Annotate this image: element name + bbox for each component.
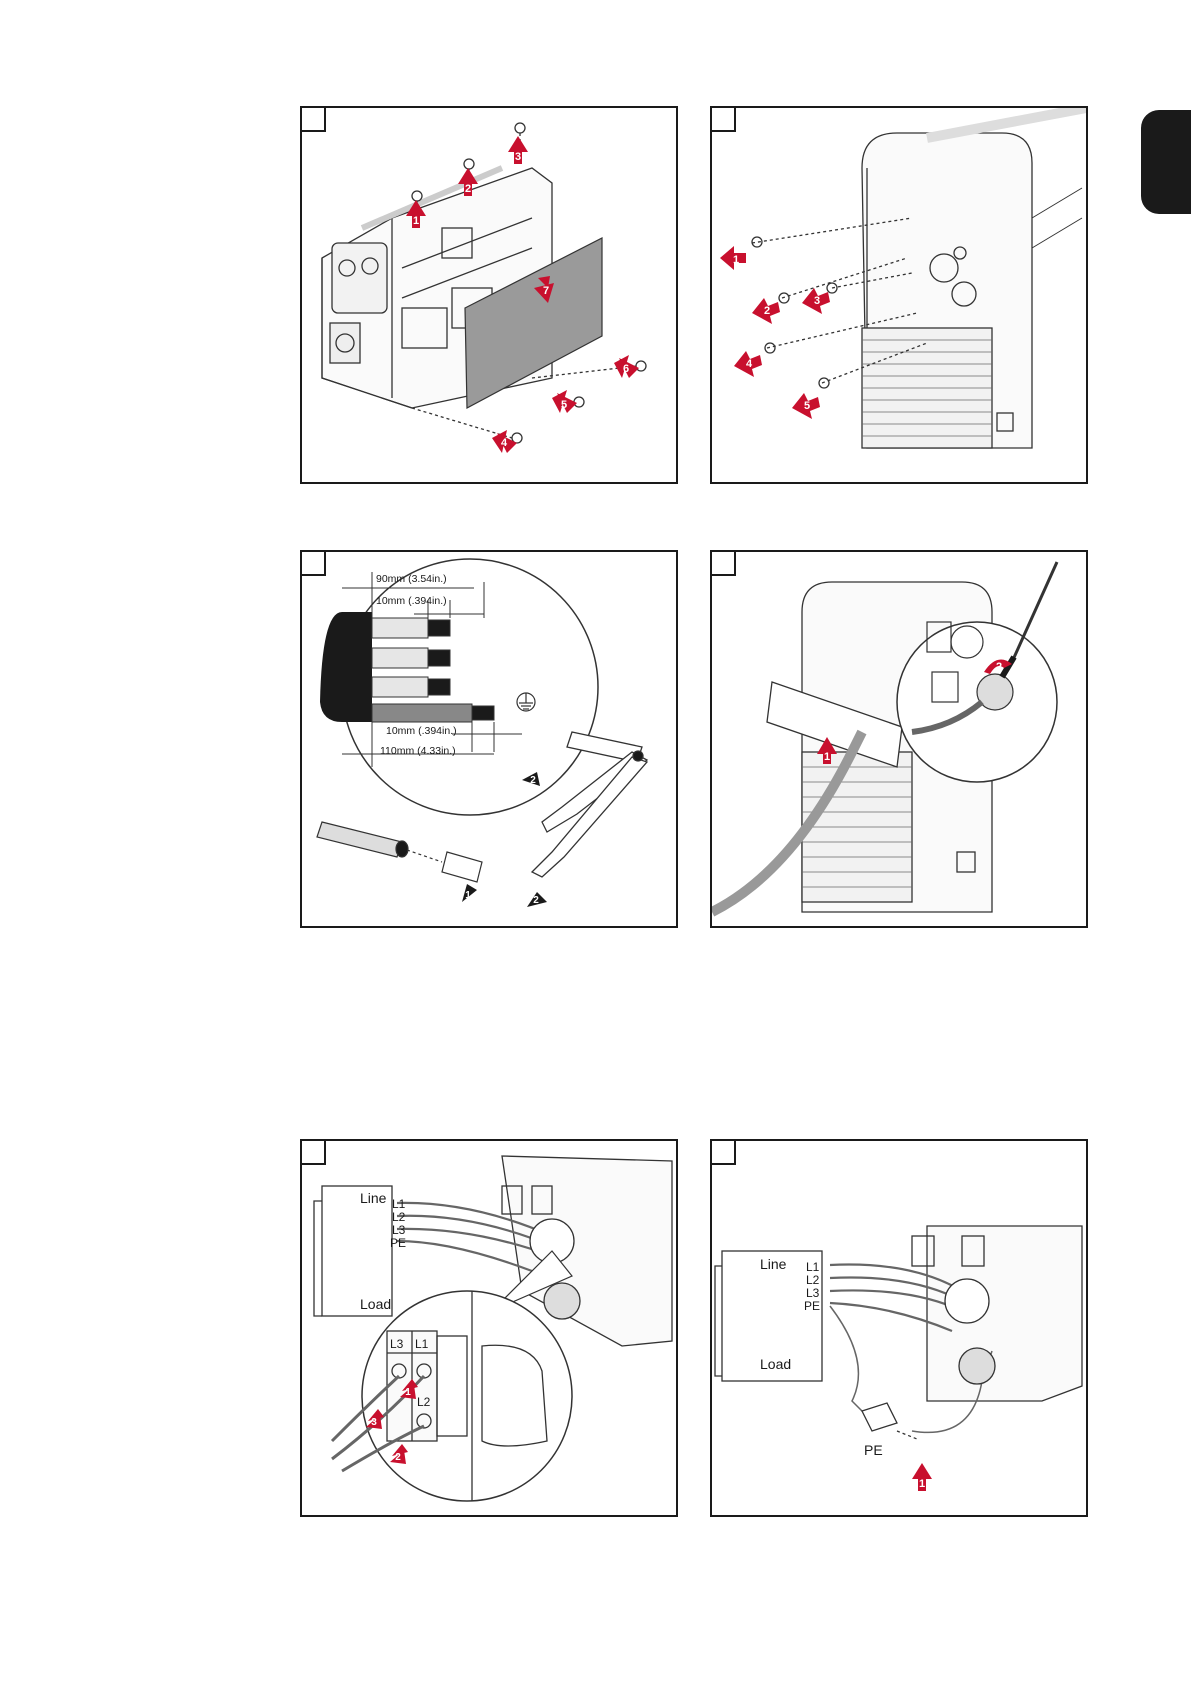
figure-connect-phases: Line L1 L2 L3 PE Load L3 L1 [300, 1139, 678, 1517]
section-tab [1141, 110, 1191, 214]
step-number: 2 [764, 305, 770, 317]
illustration-cable-strip: 90mm (3.54in.) 10mm (.394in.) 10mm (.394… [302, 552, 676, 926]
terminal-l3-label: L3 [392, 1223, 406, 1237]
step-checkbox [712, 108, 736, 132]
terminal-l3-label: L3 [390, 1337, 404, 1351]
illustration-connect-phases: Line L1 L2 L3 PE Load L3 L1 [302, 1141, 676, 1515]
step-number: 2 [465, 183, 471, 195]
terminal-pe-label: PE [390, 1236, 406, 1250]
detail-magnifier [897, 622, 1057, 782]
load-label: Load [360, 1296, 391, 1312]
step-number: 2 [530, 775, 536, 786]
figure-remove-side-panel: 1 2 3 4 5 6 7 [300, 106, 678, 484]
step-number: 3 [515, 151, 521, 163]
cable-jacket [320, 612, 372, 722]
figure-remove-screws: 1 2 3 4 5 [710, 106, 1088, 484]
terminal-l3-label: L3 [806, 1286, 820, 1300]
step-number: 7 [543, 285, 549, 297]
step-number: 1 [405, 1387, 411, 1398]
illustration-rear-screws: 1 2 3 4 5 [712, 108, 1086, 482]
step-checkbox [712, 1141, 736, 1165]
illustration-insert-cable: 1 2 [712, 552, 1086, 926]
step-checkbox [302, 552, 326, 576]
screw-icon [819, 378, 829, 388]
pe-connector-label: PE [864, 1442, 883, 1458]
step-checkbox [302, 108, 326, 132]
step-number: 1 [824, 751, 830, 763]
figure-connect-pe: Line L1 L2 L3 PE Load PE 1 [710, 1139, 1088, 1517]
step-number: 2 [996, 661, 1002, 673]
step-number: 2 [395, 1452, 401, 1463]
step-number: 1 [465, 890, 471, 901]
terminal-pe-label: PE [804, 1299, 820, 1313]
dimension-strip-label: 10mm (.394in.) [376, 595, 447, 607]
wire-ferrule-icon [317, 822, 482, 882]
step-number: 1 [733, 254, 739, 266]
figure-insert-cable: 1 2 [710, 550, 1088, 928]
terminal-l2-label: L2 [392, 1210, 406, 1224]
step-number: 1 [919, 1478, 925, 1490]
step-checkbox [712, 552, 736, 576]
screw-icon [765, 343, 775, 353]
terminal-l1-label: L1 [415, 1337, 429, 1351]
step-checkbox [302, 1141, 326, 1165]
dimension-pe-overall-label: 110mm (4.33in.) [380, 745, 456, 757]
terminal-l1-label: L1 [806, 1260, 820, 1274]
illustration-connect-pe: Line L1 L2 L3 PE Load PE 1 [712, 1141, 1086, 1515]
step-number: 2 [533, 895, 539, 906]
load-label: Load [760, 1356, 791, 1372]
terminal-l2-label: L2 [417, 1395, 431, 1409]
step-number: 6 [623, 363, 629, 375]
terminal-l1-label: L1 [392, 1197, 406, 1211]
step-number: 4 [746, 358, 753, 370]
step-number: 3 [371, 1417, 377, 1428]
terminal-l2-label: L2 [806, 1273, 820, 1287]
dimension-pe-strip-label: 10mm (.394in.) [386, 725, 457, 737]
step-number: 3 [814, 295, 820, 307]
step-number: 1 [413, 215, 419, 227]
line-label: Line [760, 1256, 787, 1272]
figure-cable-strip-dimensions: 90mm (3.54in.) 10mm (.394in.) 10mm (.394… [300, 550, 678, 928]
line-label: Line [360, 1190, 387, 1206]
pe-connector [862, 1403, 897, 1431]
step-number: 4 [501, 437, 508, 449]
screw-icon [574, 397, 584, 407]
illustration-side-panel: 1 2 3 4 5 6 7 [302, 108, 676, 482]
step-number: 5 [561, 399, 567, 411]
dimension-overall-label: 90mm (3.54in.) [376, 573, 447, 585]
step-number: 5 [804, 400, 810, 412]
